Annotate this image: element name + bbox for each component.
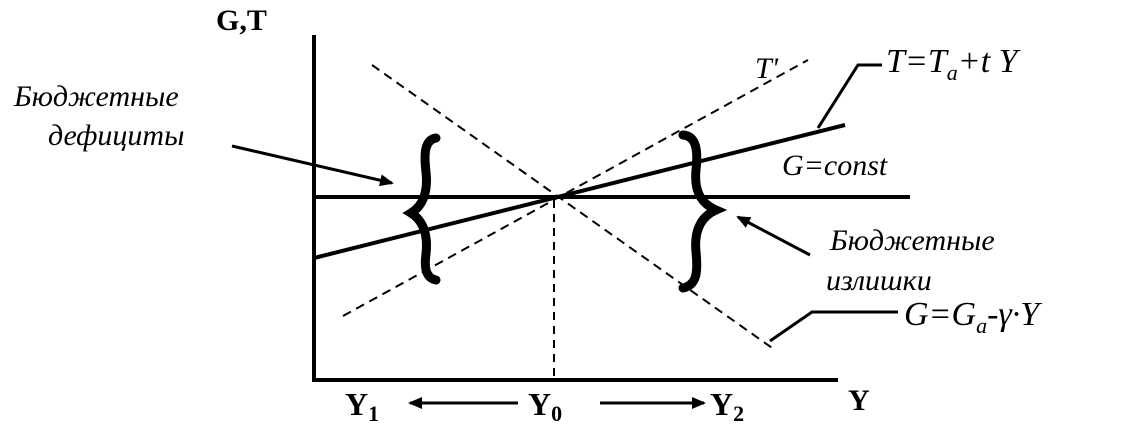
surplus-pointer-arrow (736, 215, 811, 257)
tax-prime-dashed-line (342, 59, 809, 317)
tax-function-line (313, 123, 846, 260)
g-const-label: G=const (782, 149, 888, 182)
surpluses-label-line1: Бюджетные (829, 224, 995, 257)
tick-y2: Y2 (710, 386, 744, 426)
deficit-pointer-arrow (231, 144, 394, 187)
tick-y0: Y0 (528, 386, 562, 426)
x-axis-label: Y (848, 384, 870, 417)
t-prime-label: T' (755, 52, 779, 85)
deficit-brace (402, 133, 441, 285)
y-axis-label: G,T (216, 4, 267, 37)
deficits-label-line1: Бюджетные (13, 80, 179, 113)
gov-equation-leader (769, 310, 898, 343)
tick-y1: Y1 (345, 386, 379, 426)
surplus-brace (678, 130, 728, 293)
tax-equation-leader (816, 63, 882, 129)
surpluses-label-line2: излишки (826, 264, 932, 297)
deficits-label-line2: дефициты (48, 119, 184, 152)
gov-equation: G=Ga-γ·Y (904, 296, 1042, 338)
gov-spending-dashed-line (371, 64, 776, 351)
tax-equation: T=Ta+t Y (886, 43, 1021, 85)
